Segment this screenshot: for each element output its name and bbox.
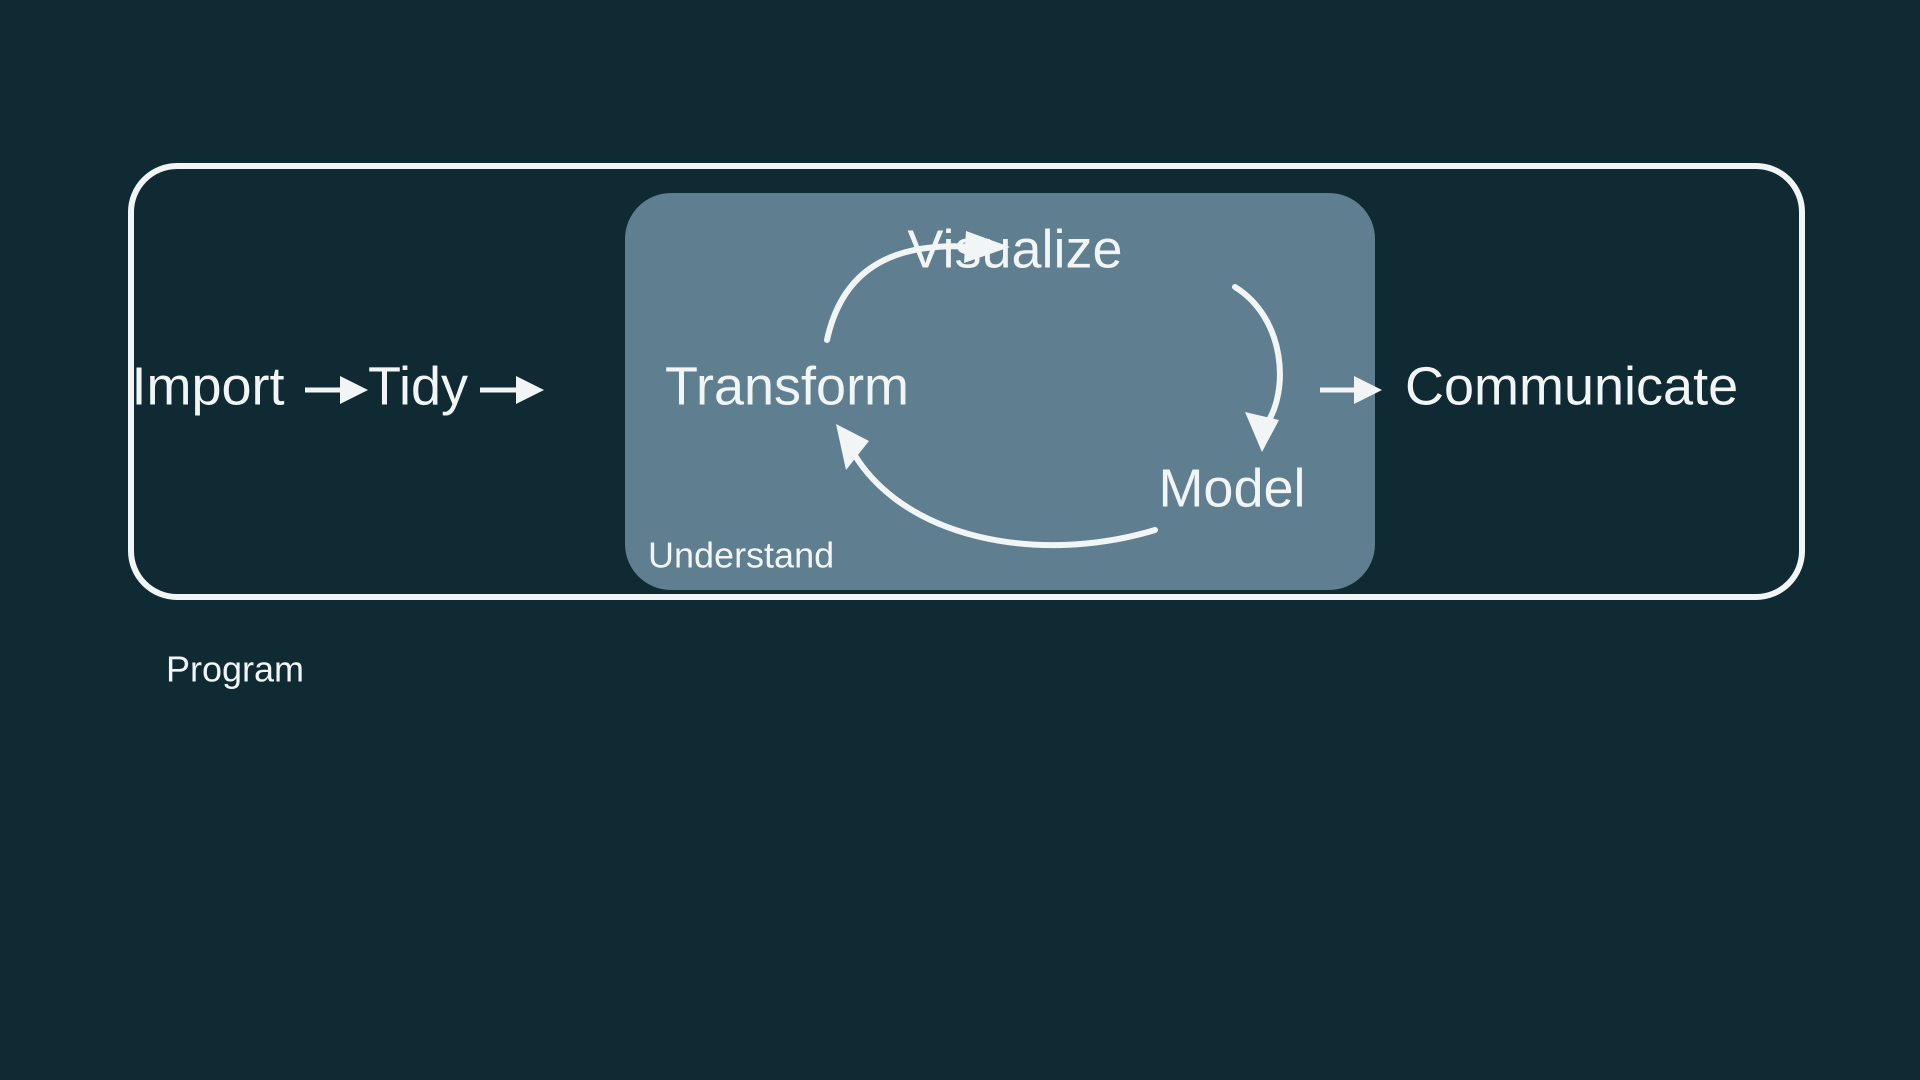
node-label-tidy: Tidy — [368, 356, 468, 416]
arrow-visualize-to-model — [1232, 284, 1283, 452]
node-label-model: Model — [1158, 458, 1305, 518]
node-label-communicate: Communicate — [1405, 356, 1738, 416]
group-label-program: Program — [166, 649, 304, 690]
arrow-tidy-to-transform — [480, 376, 544, 404]
group-label-understand: Understand — [648, 535, 834, 576]
understand-group-panel — [625, 193, 1375, 590]
program-group-frame — [128, 163, 1805, 600]
node-label-transform: Transform — [665, 356, 909, 416]
arrow-model-to-transform — [836, 424, 1158, 549]
node-label-import: Import — [131, 356, 284, 416]
arrow-transform-to-visualize — [824, 231, 1010, 343]
arrow-model-to-communicate — [1320, 376, 1382, 404]
node-label-visualize: Visualize — [907, 219, 1122, 279]
arrow-import-to-tidy — [305, 376, 368, 404]
